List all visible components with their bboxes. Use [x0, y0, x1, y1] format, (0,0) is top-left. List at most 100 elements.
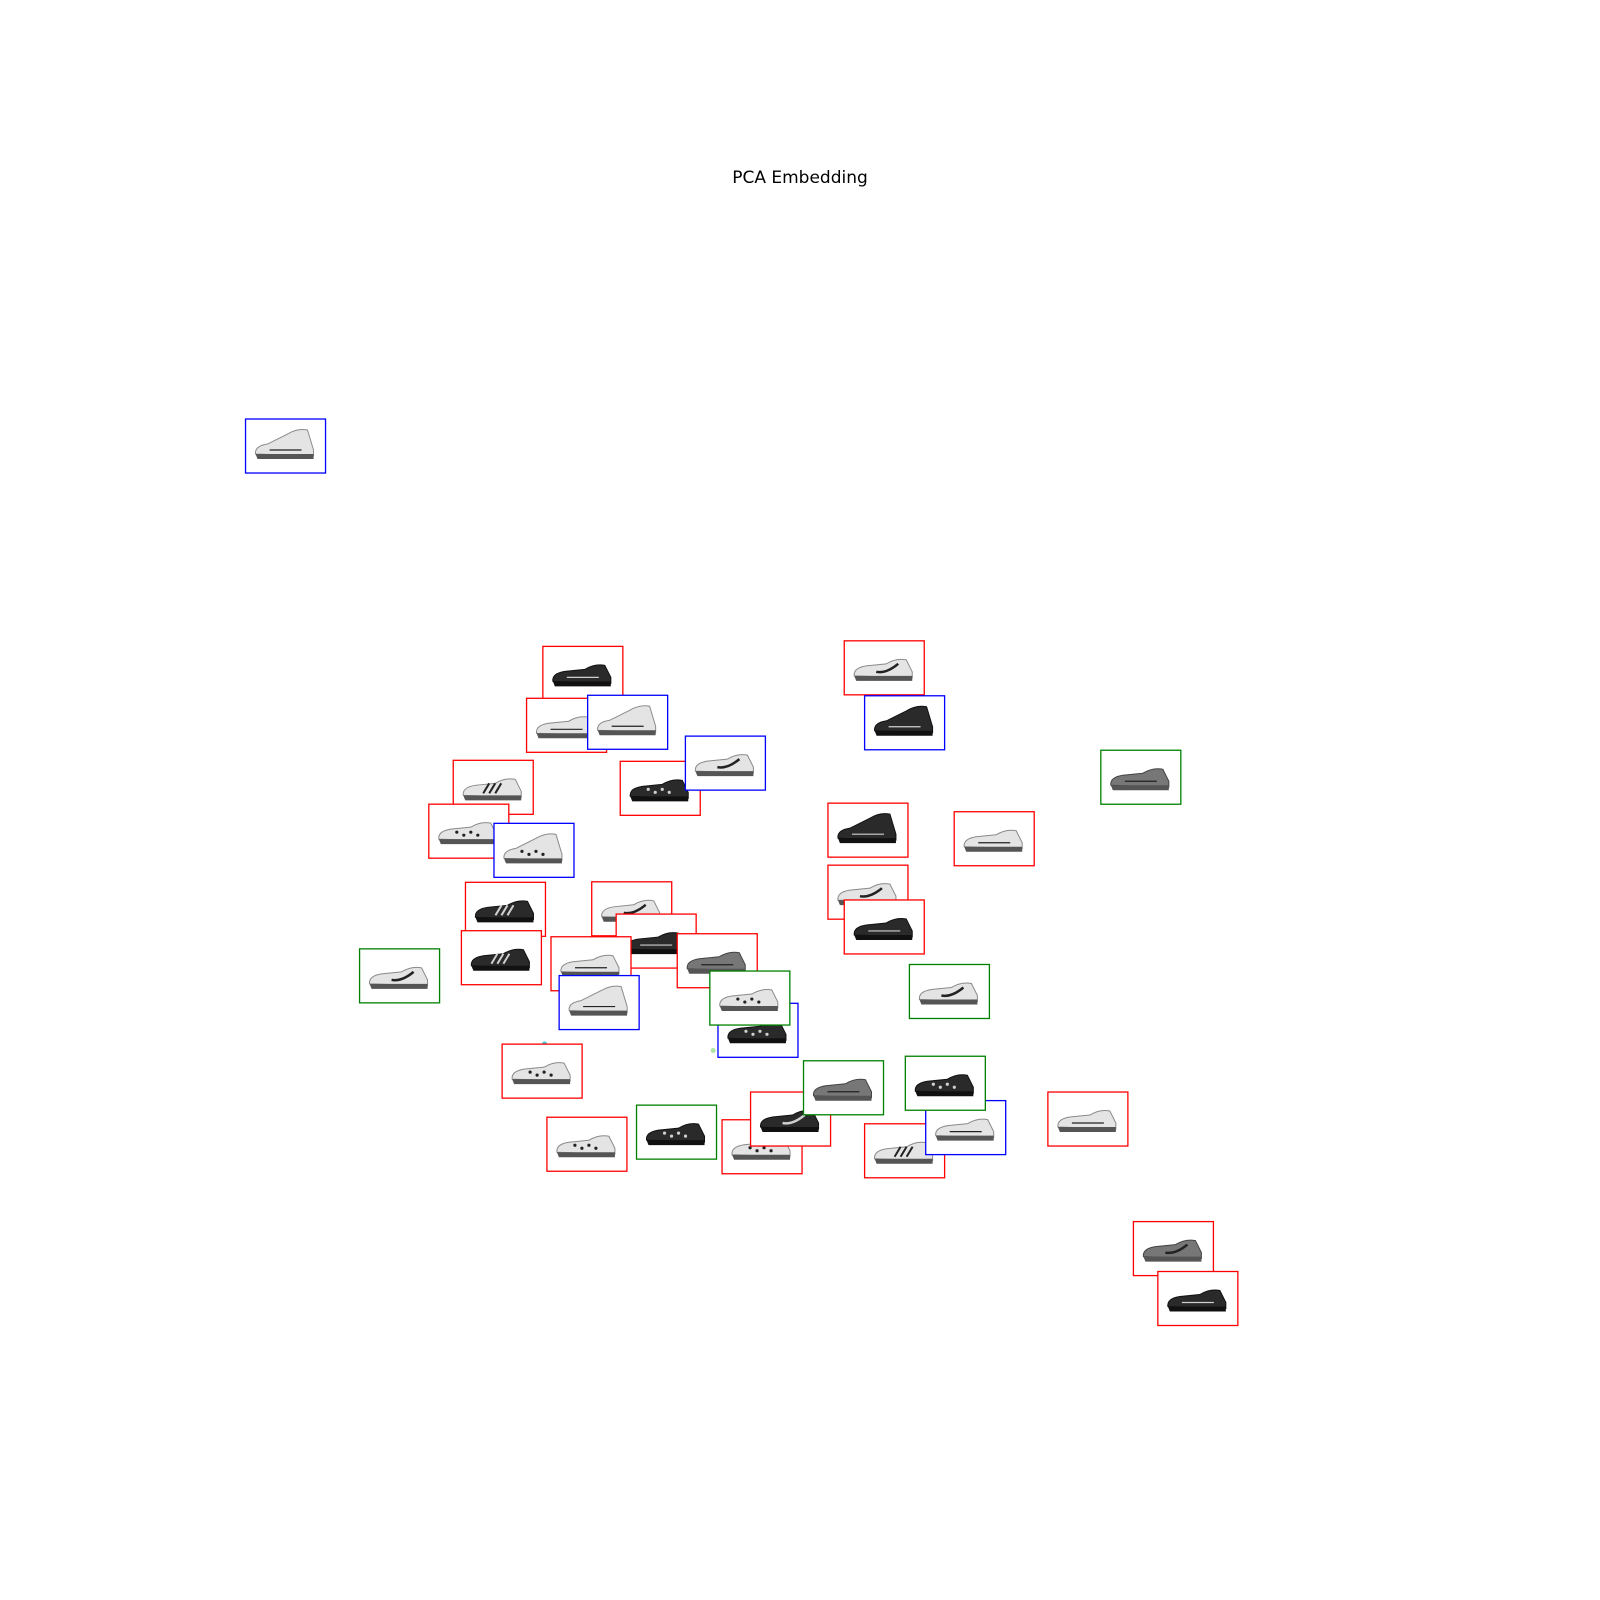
shoe-sole — [646, 1140, 705, 1146]
data-point-thumbnail — [843, 640, 925, 696]
thumbnail-frame — [827, 802, 909, 858]
thumbnail-frame — [1157, 1270, 1239, 1327]
pattern-mark — [736, 997, 740, 1001]
thumbnail-frame — [586, 694, 669, 750]
pattern-mark — [667, 790, 671, 794]
data-point-thumbnail — [1047, 1091, 1129, 1147]
pattern-mark — [750, 997, 754, 1001]
pattern-mark — [646, 787, 650, 791]
shoe-upper — [629, 779, 689, 799]
data-point-thumbnail — [827, 802, 909, 858]
thumbnail-frame — [1100, 749, 1182, 805]
shoe-sole — [1167, 1306, 1226, 1312]
pattern-mark — [455, 830, 459, 834]
pattern-mark — [945, 1082, 949, 1086]
pattern-mark — [765, 1032, 769, 1036]
shoe-upper — [560, 954, 620, 975]
shoe-upper — [914, 1074, 974, 1094]
data-point-thumbnail — [464, 881, 547, 937]
shoe-upper — [963, 829, 1023, 850]
data-point-thumbnail — [558, 974, 640, 1031]
stripe-mark — [893, 1146, 902, 1158]
shoe-upper — [503, 833, 563, 861]
shoe-sole — [471, 965, 530, 971]
thumbnail-frame — [684, 735, 767, 791]
shoe-sole — [512, 1079, 571, 1085]
data-point-thumbnail — [908, 963, 991, 1020]
pattern-mark — [660, 787, 664, 791]
data-point-thumbnail — [843, 899, 925, 955]
shoe-upper — [874, 705, 934, 734]
thumbnail-frame — [908, 963, 991, 1020]
shoe-upper — [552, 664, 612, 684]
shoe-sole — [556, 1152, 615, 1158]
shoe-sole — [695, 771, 754, 777]
data-point-thumbnail — [863, 695, 946, 751]
data-point-thumbnail — [358, 948, 441, 1004]
thumbnail-frame — [493, 822, 575, 878]
thumbnail-frame — [953, 811, 1035, 867]
pattern-mark — [938, 1085, 942, 1089]
shoe-upper — [686, 951, 746, 972]
thumbnail-frame — [843, 899, 925, 955]
pattern-mark — [573, 1143, 577, 1147]
data-point-thumbnail — [635, 1104, 718, 1160]
shoe-sole — [732, 1154, 791, 1160]
data-point-thumbnail — [684, 735, 767, 791]
swoosh-mark — [1165, 1243, 1189, 1255]
shoe-sole — [569, 1010, 628, 1016]
data-point-thumbnail — [1157, 1270, 1239, 1327]
pattern-mark — [528, 1070, 532, 1074]
stripe-mark — [506, 904, 515, 916]
stripe-mark — [494, 782, 503, 794]
data-point-thumbnail — [546, 1116, 628, 1172]
shoe-sole — [1143, 1256, 1202, 1262]
shoe-sole — [964, 846, 1023, 852]
shoe-upper — [1167, 1289, 1227, 1310]
thumbnail-frame — [709, 970, 791, 1026]
data-point-thumbnail — [802, 1060, 885, 1116]
shoe-sole — [854, 675, 913, 681]
stripe-mark — [899, 1146, 908, 1158]
thumbnail-frame — [635, 1104, 718, 1160]
pattern-mark — [587, 1143, 591, 1147]
shoe-sole — [597, 730, 656, 736]
thumbnail-frame — [558, 974, 640, 1031]
pattern-mark — [755, 1149, 759, 1153]
thumbnail-frame — [843, 640, 925, 696]
data-point-thumbnail — [904, 1055, 986, 1111]
shoe-sole — [475, 917, 534, 923]
thumbnail-frame — [546, 1116, 628, 1172]
shoe-upper — [1057, 1110, 1117, 1130]
shoe-sole — [1057, 1127, 1116, 1133]
swoosh-mark — [717, 758, 741, 769]
shoe-sole — [552, 681, 611, 687]
shoe-sole — [813, 1095, 872, 1101]
shoe-upper — [645, 1123, 706, 1143]
shoe-sole — [874, 730, 933, 736]
pattern-mark — [549, 1073, 553, 1077]
data-point-thumbnail — [709, 970, 791, 1026]
pattern-mark — [676, 1131, 681, 1135]
shoe-sole — [503, 858, 562, 864]
shoe-sole — [874, 1158, 933, 1164]
thumbnail-frame — [1047, 1091, 1129, 1147]
stripe-mark — [496, 953, 505, 965]
shoe-sole — [854, 934, 913, 940]
shoe-upper — [568, 985, 628, 1014]
pattern-mark — [743, 1000, 747, 1004]
shoe-sole — [626, 949, 685, 955]
stripe-mark — [482, 782, 491, 794]
scatter-point — [710, 1047, 716, 1053]
pattern-mark — [751, 1032, 755, 1036]
data-point-thumbnail — [1100, 749, 1182, 805]
data-point-thumbnail — [586, 694, 669, 750]
pattern-mark — [653, 790, 657, 794]
swoosh-mark — [782, 1114, 806, 1125]
shoe-sole — [915, 1091, 974, 1097]
pattern-mark — [594, 1146, 598, 1150]
thumbnail-frame — [244, 418, 327, 474]
data-point-thumbnail — [676, 933, 758, 989]
swoosh-mark — [391, 970, 415, 982]
